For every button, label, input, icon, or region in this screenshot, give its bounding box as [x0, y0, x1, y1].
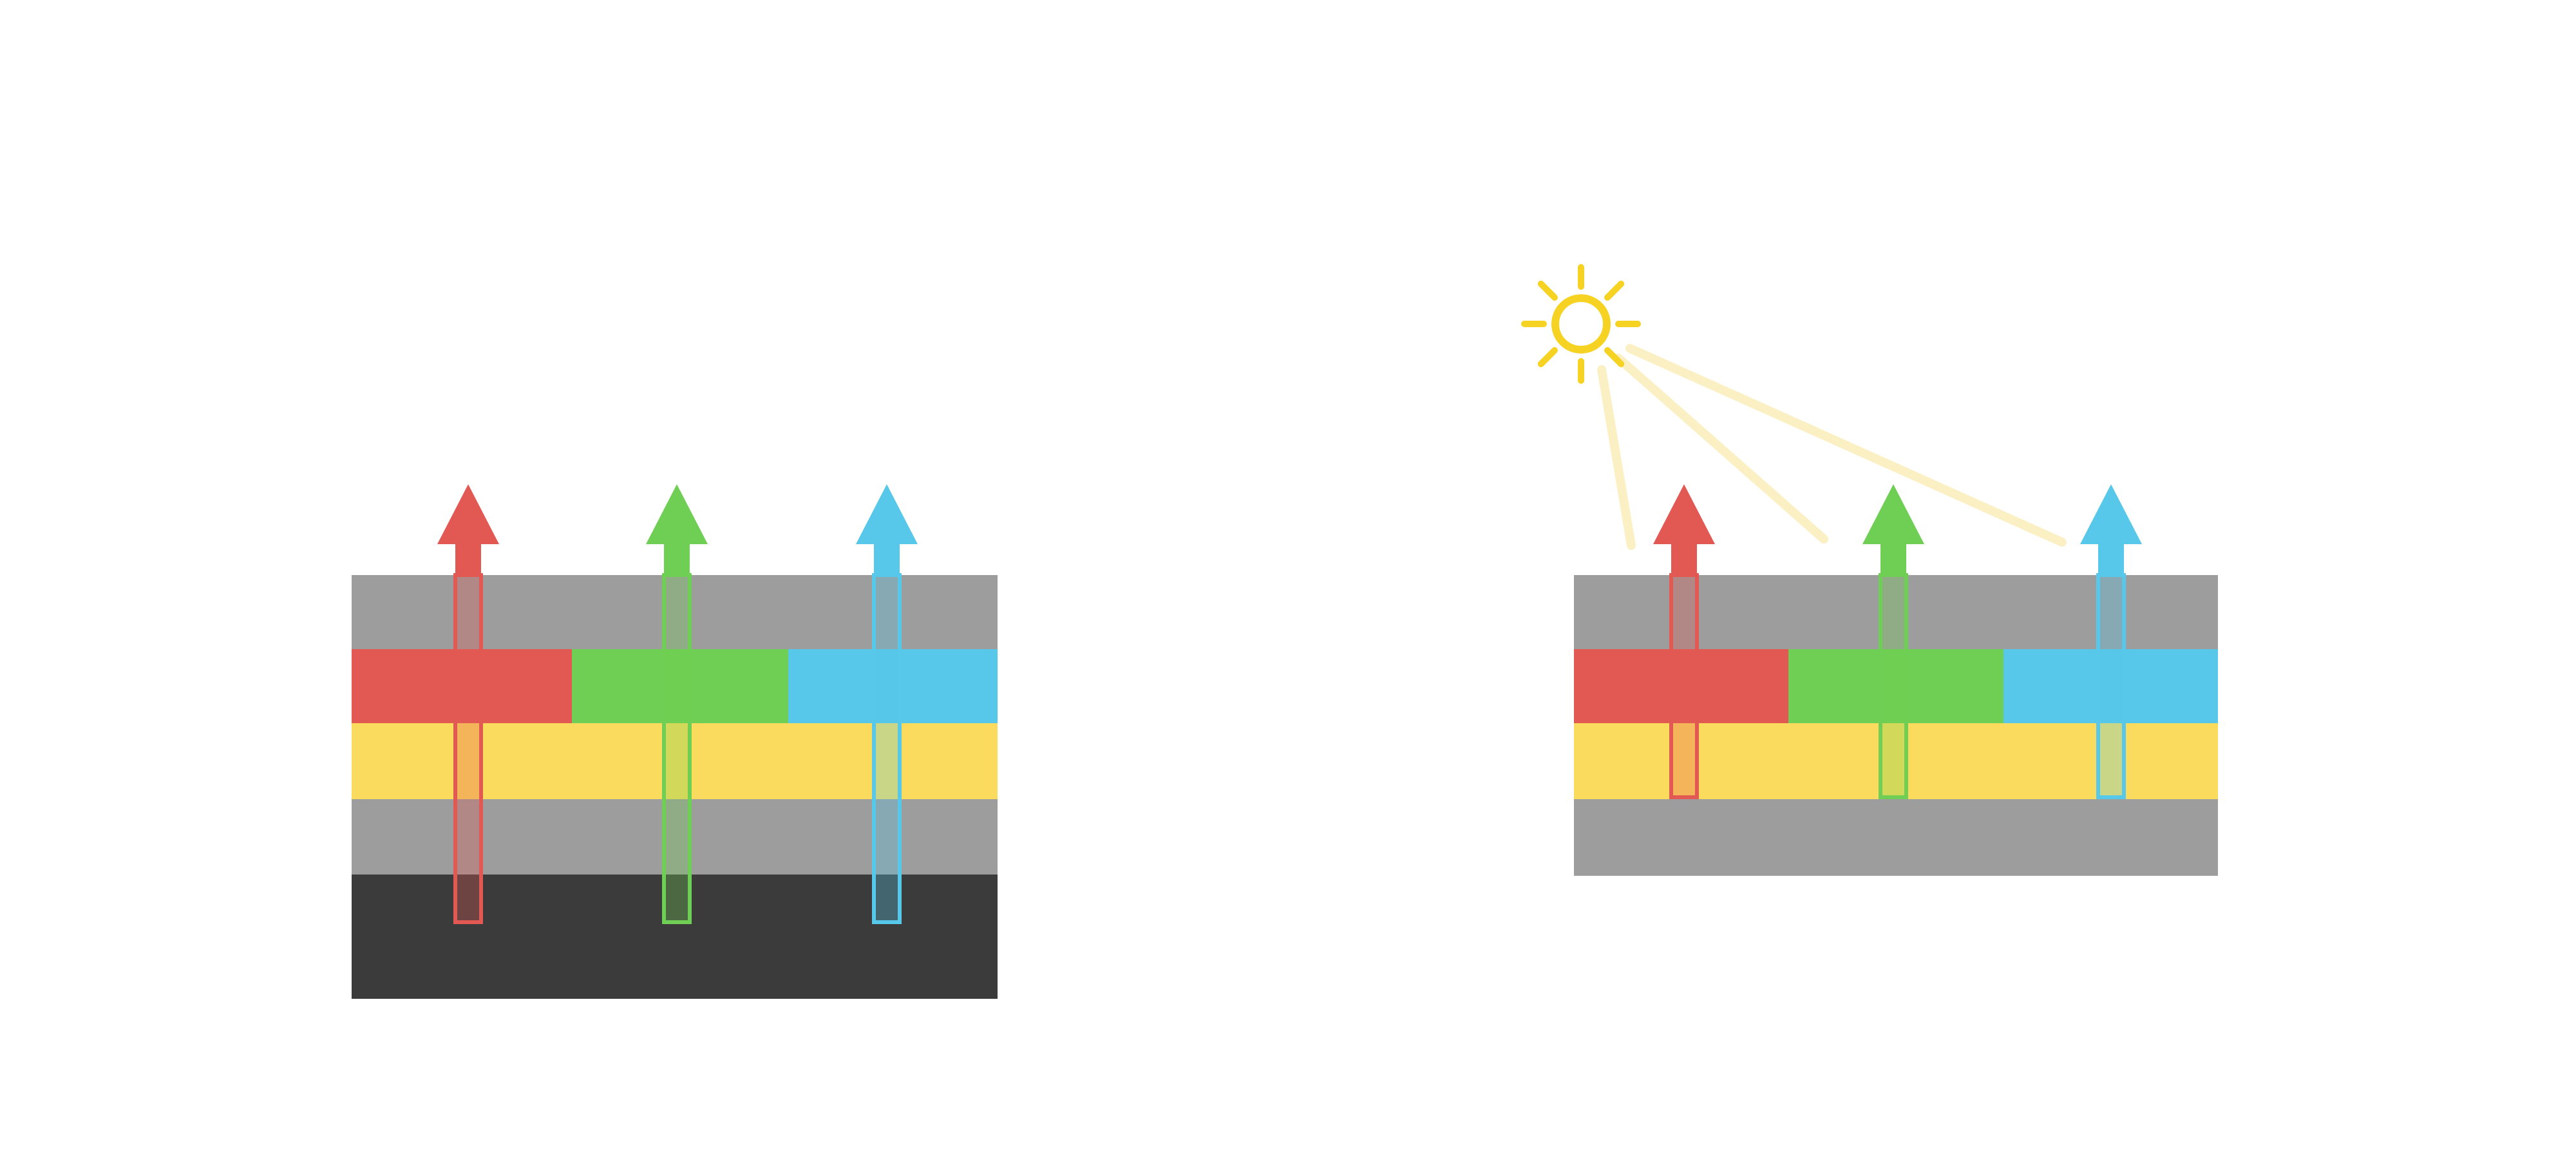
sun-ray-icon: [1604, 280, 1625, 301]
yellow-layer: [1574, 723, 2218, 799]
red-segment: [1574, 649, 1788, 723]
light-arrow-red: [437, 484, 499, 924]
sun-beam: [1614, 354, 1828, 544]
sun-icon: [1551, 294, 1611, 354]
light-arrow-red-shaft: [1669, 573, 1699, 799]
light-arrow-cyan: [856, 484, 918, 924]
sun-ray-icon: [1537, 347, 1558, 368]
gray-layer-top: [1574, 575, 2218, 649]
cyan-segment: [788, 649, 998, 723]
light-arrow-green-shaft: [662, 573, 692, 924]
light-arrow-red-head: [437, 484, 499, 577]
light-arrow-red-head: [1653, 484, 1715, 577]
light-arrow-red-shaft: [453, 573, 483, 924]
light-arrow-cyan-shaft: [2096, 573, 2126, 799]
sun-ray-icon: [1604, 347, 1625, 368]
backlit-display-panel: [352, 484, 998, 999]
light-arrow-green-shaft: [1879, 573, 1908, 799]
gray-layer-bottom: [352, 799, 998, 875]
red-segment: [352, 649, 572, 723]
light-arrow-cyan-shaft: [872, 573, 902, 924]
sun-beam: [1625, 344, 2067, 547]
cyan-segment: [2003, 649, 2218, 723]
dark-backlight-layer: [352, 875, 998, 999]
sun-ray-icon: [1537, 280, 1558, 301]
yellow-layer: [352, 723, 998, 799]
light-arrow-green-head: [1862, 484, 1924, 577]
light-arrow-red: [1653, 484, 1715, 799]
light-arrow-cyan-head: [856, 484, 918, 577]
light-arrow-green: [646, 484, 708, 924]
green-segment: [572, 649, 788, 723]
light-arrow-cyan: [2080, 484, 2142, 799]
light-arrow-green: [1862, 484, 1924, 799]
light-arrow-cyan-head: [2080, 484, 2142, 577]
sun-beam: [1597, 365, 1636, 550]
gray-layer-bottom: [1574, 799, 2218, 876]
light-arrow-green-head: [646, 484, 708, 577]
reflective-display-panel: [1574, 484, 2218, 876]
green-segment: [1788, 649, 2003, 723]
gray-layer-top: [352, 575, 998, 649]
